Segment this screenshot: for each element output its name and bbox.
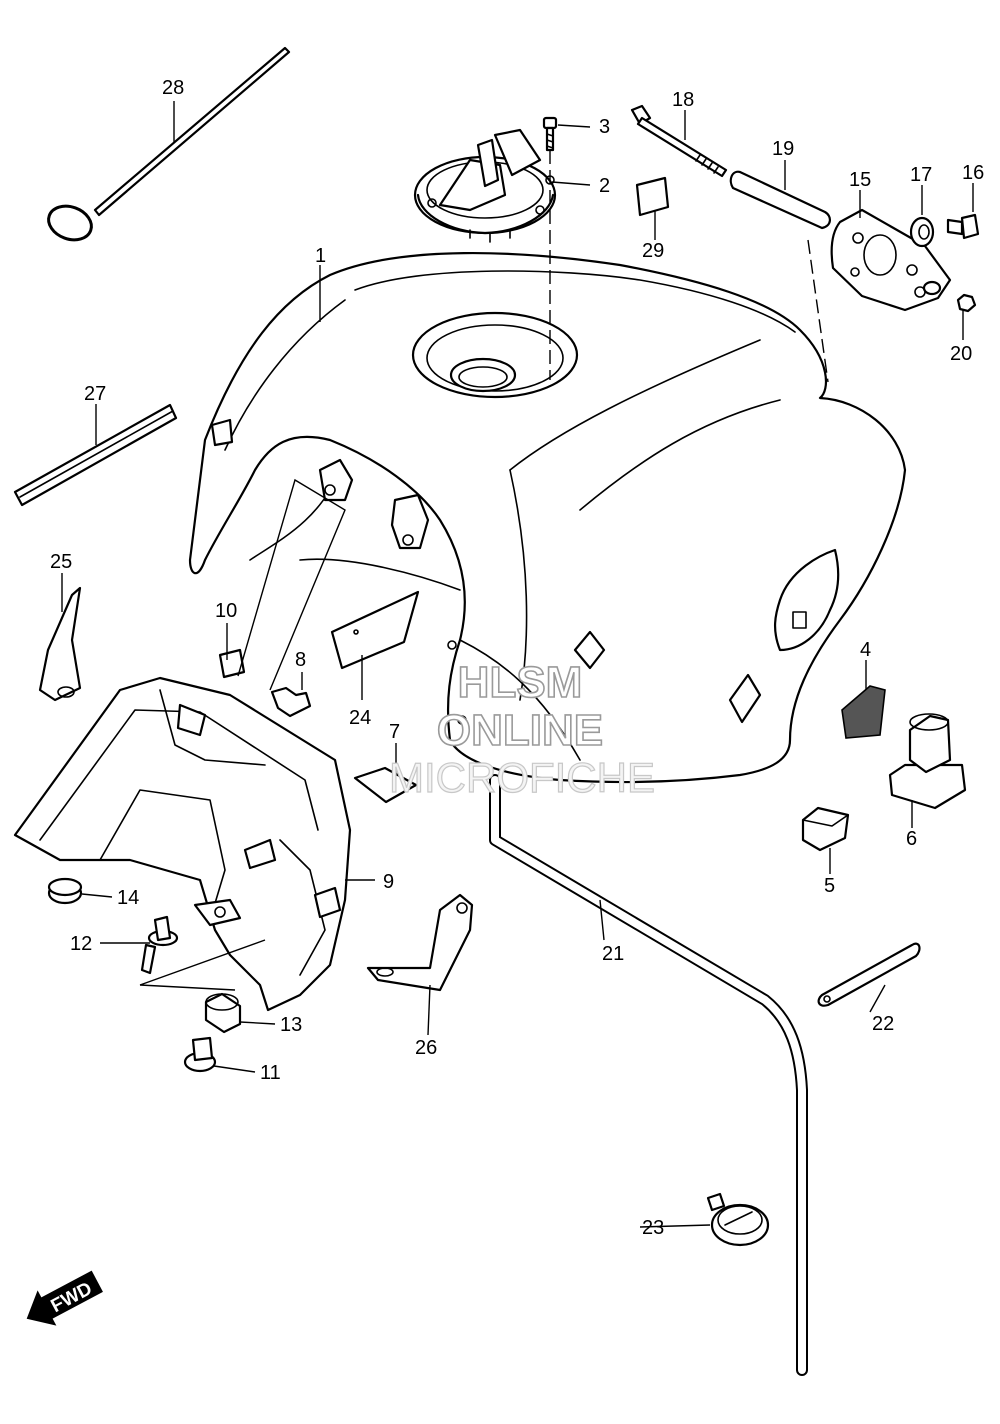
callout-13: 13 xyxy=(280,1014,302,1036)
watermark-line1: HLSM xyxy=(458,658,583,707)
callout-7: 7 xyxy=(389,721,400,743)
callout-27: 27 xyxy=(84,383,106,405)
prop-rod[interactable] xyxy=(44,46,291,246)
drain-hose[interactable] xyxy=(489,774,808,1376)
callout-25: 25 xyxy=(50,551,72,573)
label-24[interactable] xyxy=(330,590,420,670)
callout-19: 19 xyxy=(772,138,794,160)
callout-14: 14 xyxy=(117,887,139,909)
small-bolt[interactable] xyxy=(946,213,980,240)
tank-cover[interactable] xyxy=(13,676,352,1012)
grommet-14[interactable] xyxy=(47,877,83,905)
forward-arrow: FWD xyxy=(26,1270,103,1326)
callout-2: 2 xyxy=(599,175,610,197)
bolt-12[interactable] xyxy=(140,915,179,975)
hose-clamp[interactable] xyxy=(706,1192,770,1247)
callout-12: 12 xyxy=(70,933,92,955)
callout-24: 24 xyxy=(349,707,371,729)
rubber-strip[interactable] xyxy=(13,403,178,507)
callout-1: 1 xyxy=(315,245,326,267)
callout-6: 6 xyxy=(906,828,917,850)
label-29[interactable] xyxy=(635,176,670,217)
pad-7[interactable] xyxy=(353,766,418,804)
callout-3: 3 xyxy=(599,116,610,138)
sleeve[interactable] xyxy=(729,170,831,230)
callout-20: 20 xyxy=(950,343,972,365)
clamp-strap[interactable] xyxy=(817,942,921,1007)
cushion-5[interactable] xyxy=(801,806,850,852)
collar-11[interactable] xyxy=(183,1036,217,1073)
nut[interactable] xyxy=(956,293,977,313)
damper-6[interactable] xyxy=(888,713,967,810)
cushion-13[interactable] xyxy=(204,992,242,1034)
tank-bracket[interactable] xyxy=(830,208,952,312)
callout-labels: 1 2 3 4 5 6 7 8 9 10 11 12 13 14 15 16 1… xyxy=(50,77,984,1239)
fuel-cap[interactable] xyxy=(413,128,557,243)
screw-8[interactable] xyxy=(270,686,312,718)
small-bracket[interactable] xyxy=(38,586,82,702)
callout-23: 23 xyxy=(642,1217,664,1239)
watermark: HLSM ONLINE MICROFICHE xyxy=(388,657,655,801)
collar[interactable] xyxy=(909,216,935,248)
callout-28: 28 xyxy=(162,77,184,99)
callout-16: 16 xyxy=(962,162,984,184)
callout-22: 22 xyxy=(872,1013,894,1035)
callout-8: 8 xyxy=(295,649,306,671)
callout-29: 29 xyxy=(642,240,664,262)
cap-screw[interactable] xyxy=(542,116,558,152)
callout-10: 10 xyxy=(215,600,237,622)
callout-11: 11 xyxy=(260,1062,281,1084)
callout-21: 21 xyxy=(602,943,624,965)
callout-9: 9 xyxy=(383,871,394,893)
watermark-line3: MICROFICHE xyxy=(389,754,655,801)
leader-lines xyxy=(61,101,974,1228)
callout-17: 17 xyxy=(910,164,932,186)
mesh-pad[interactable] xyxy=(841,685,886,739)
bracket-26[interactable] xyxy=(366,893,474,992)
callout-4: 4 xyxy=(860,639,871,661)
callout-18: 18 xyxy=(672,89,694,111)
pad-10[interactable] xyxy=(218,648,246,679)
fuel-tank[interactable] xyxy=(188,252,907,784)
callout-15: 15 xyxy=(849,169,871,191)
callout-5: 5 xyxy=(824,875,835,897)
long-bolt[interactable] xyxy=(630,104,728,178)
callout-26: 26 xyxy=(415,1037,437,1059)
watermark-line2: ONLINE xyxy=(437,706,603,755)
